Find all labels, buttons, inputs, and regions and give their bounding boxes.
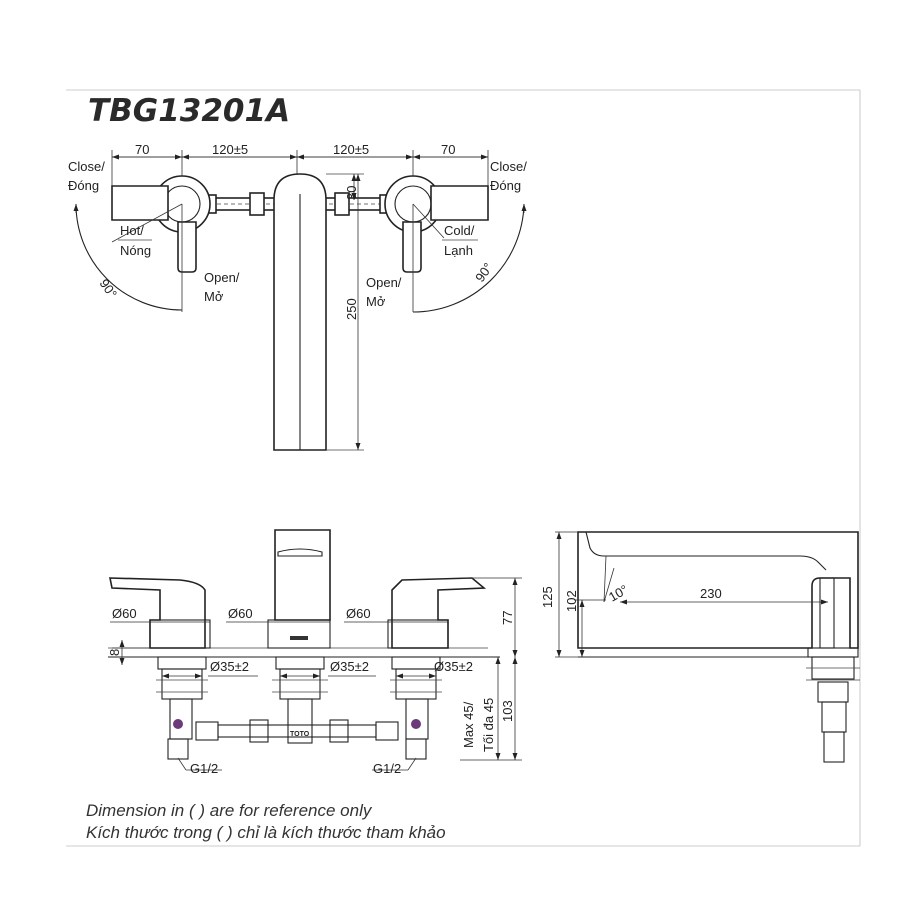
dim-8: 8 [107,649,122,656]
dim-103: 103 [500,700,515,722]
close-left-1: Close/ [68,159,105,174]
front-view: TOTO Ø60 Ø60 Ø60 Ø35±2 Ø35±2 Ø35±2 8 77 … [107,529,522,776]
note-line-2: Kích thước trong ( ) chỉ là kích thước t… [86,823,446,842]
left-underbody [156,656,219,760]
note-line-1: Dimension in ( ) are for reference only [86,801,373,820]
max-45-1: Max 45/ [461,701,476,748]
thread-left: G1/2 [190,761,218,776]
dim-230: 230 [700,586,722,601]
dim-125: 125 [540,586,555,608]
hot-label-2: Nóng [120,243,151,258]
dim-77: 77 [500,611,515,625]
dim-102: 102 [564,590,579,612]
under-pipe [217,724,377,738]
dia-mid: Ø60 [228,606,253,621]
bore-mid: Ø35±2 [330,659,369,674]
close-right-2: Đóng [490,178,521,193]
dia-right: Ø60 [346,606,371,621]
brand-mark: TOTO [290,731,310,738]
hot-label-1: Hot/ [120,223,144,238]
dim-120-left: 120±5 [212,142,248,157]
dim-30: 30 [344,186,359,200]
product-title: TBG13201A [88,93,290,129]
bore-left: Ø35±2 [210,659,249,674]
cold-label-1: Cold/ [444,223,475,238]
dim-120-right: 120±5 [333,142,369,157]
cold-label-2: Lạnh [444,243,473,258]
open-left-2: Mở [204,289,224,304]
angle-left: 90° [97,276,121,301]
dim-250: 250 [344,298,359,320]
top-view: 70 120±5 120±5 70 [68,142,527,451]
bore-right: Ø35±2 [434,659,473,674]
right-valve [391,577,487,649]
dim-70-right: 70 [441,142,455,157]
max-45-2: Tối đa 45 [481,698,496,752]
right-underbody [375,656,442,760]
open-right-2: Mở [366,294,386,309]
dim-70-left: 70 [135,142,149,157]
spout-front [274,529,331,621]
left-lever [111,185,169,221]
open-left-1: Open/ [204,270,240,285]
dia-left: Ø60 [112,606,137,621]
angle-right: 90° [472,260,496,285]
right-lever [430,185,489,221]
close-right-1: Close/ [490,159,527,174]
mid-underbody [272,656,328,744]
thread-right: G1/2 [373,761,401,776]
close-left-2: Đóng [68,178,99,193]
side-view: 125 102 10° 230 [540,531,860,763]
open-right-1: Open/ [366,275,402,290]
